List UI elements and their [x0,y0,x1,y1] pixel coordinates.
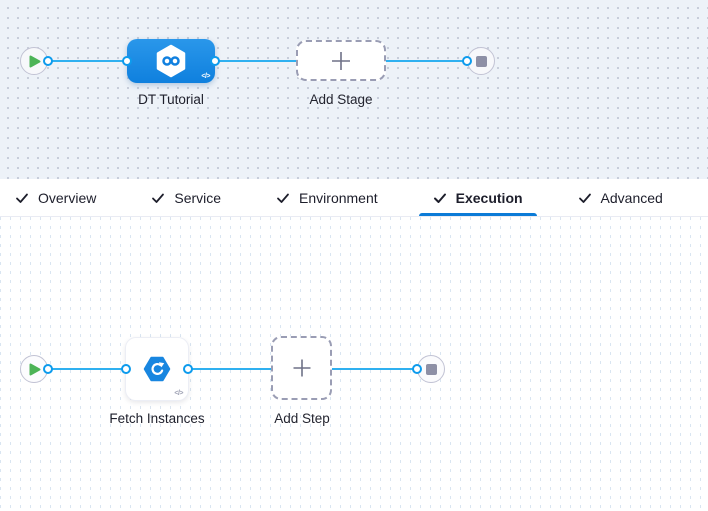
stage-node-dt-tutorial[interactable]: </> [127,39,215,83]
pipeline-stage-tabs: Overview Service Environment Execution A… [0,179,708,217]
cd-stage-infinity-icon [156,44,186,78]
stage-name-label: DT Tutorial [138,92,204,107]
connector-port[interactable] [462,56,472,66]
edge-step-to-addstep [189,368,271,370]
tab-advanced[interactable]: Advanced [564,179,677,216]
check-icon [277,193,289,203]
tab-service[interactable]: Service [137,179,235,216]
tab-label: Execution [455,189,523,206]
connector-port[interactable] [122,56,132,66]
step-node-fetch-instances[interactable]: </> [125,337,189,401]
add-stage-label: Add Stage [309,92,373,107]
add-step-button[interactable] [271,336,332,400]
add-stage-button[interactable] [296,40,386,81]
connector-port[interactable] [210,56,220,66]
connector-port[interactable] [43,364,53,374]
tab-overview[interactable]: Overview [1,179,110,216]
check-icon [16,193,28,203]
play-icon [29,55,41,67]
pipeline-end-node [467,47,495,75]
tab-label: Service [174,189,222,206]
tab-environment[interactable]: Environment [262,179,392,216]
execution-step-canvas[interactable]: </> Fetch Instances Add Step [0,217,708,511]
connector-port[interactable] [121,364,131,374]
check-icon [578,193,591,203]
plus-icon [293,359,310,377]
stage-graph-canvas[interactable]: </> DT Tutorial Add Stage [0,0,708,179]
check-icon [433,193,446,203]
play-icon [29,363,41,375]
add-step-label: Add Step [274,411,330,426]
tab-label: Advanced [600,189,663,206]
edge-start-to-stage [48,60,127,62]
edge-start-to-step [48,368,125,370]
stop-icon [475,55,487,67]
check-icon [152,193,165,203]
edge-addstage-to-end [386,60,467,62]
tab-label: Environment [299,189,378,206]
connector-port[interactable] [183,364,193,374]
connector-port[interactable] [412,364,422,374]
step-name-label: Fetch Instances [109,411,205,426]
tab-execution[interactable]: Execution [418,179,537,216]
edge-stage-to-addstage [215,60,296,62]
connector-port[interactable] [43,56,53,66]
edge-addstep-to-end [332,368,417,370]
plus-icon [332,51,350,70]
stop-icon [425,363,437,375]
code-view-icon: </> [174,390,183,397]
code-view-icon: </> [201,73,210,80]
fetch-instances-icon [143,356,171,382]
tab-label: Overview [38,189,97,206]
